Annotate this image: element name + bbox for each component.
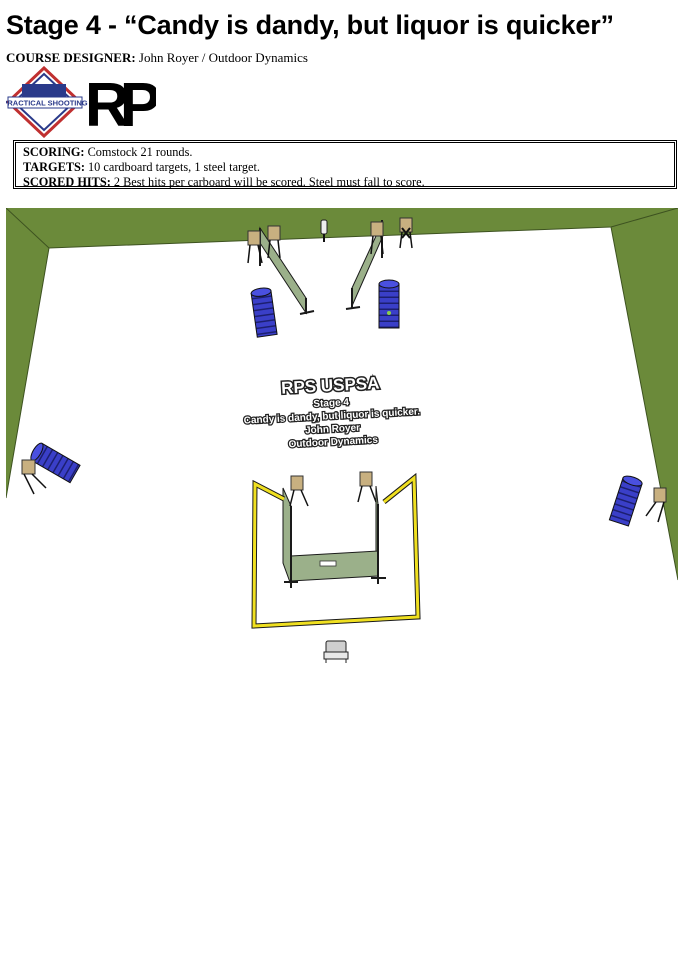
- target-back-1: [247, 230, 263, 264]
- back-berm: [6, 208, 678, 248]
- scoring-label: SCORING:: [23, 145, 85, 159]
- sign-stage: Stage 4: [313, 397, 350, 410]
- hits-value: 2 Best hits per carboard will be scored.…: [110, 175, 425, 190]
- scoring-line: SCORING: Comstock 21 rounds.: [23, 145, 667, 160]
- target-back-3: [370, 221, 384, 255]
- barrel-back-right: [378, 279, 400, 329]
- scored-hits-line: SCORED HITS: 2 Best hits per carboard wi…: [23, 175, 667, 190]
- course-designer: COURSE DESIGNER: John Royer / Outdoor Dy…: [6, 50, 308, 66]
- target-front-right: [357, 471, 377, 503]
- target-back-4: [399, 217, 413, 249]
- targets-line: TARGETS: 10 cardboard targets, 1 steel t…: [23, 160, 667, 175]
- logo-group: PRACTICAL SHOOTING RP: [6, 66, 156, 138]
- left-berm: [6, 208, 49, 498]
- barrel-left: [30, 442, 81, 484]
- rp-logo: RP: [85, 71, 156, 138]
- scoring-box: SCORING: Comstock 21 rounds. TARGETS: 10…: [13, 140, 677, 189]
- target-back-2: [267, 225, 281, 259]
- designer-label: COURSE DESIGNER:: [6, 50, 136, 65]
- scoring-value: Comstock 21 rounds.: [84, 145, 193, 159]
- uspsa-logo-text: PRACTICAL SHOOTING: [6, 99, 88, 108]
- barrel-right: [608, 475, 643, 527]
- barrel-back-left: [250, 287, 278, 338]
- targets-label: TARGETS:: [23, 160, 85, 175]
- target-front-left: [289, 475, 309, 507]
- stage-diagram: RPS USPSA Stage 4 Candy is dandy, but li…: [6, 208, 678, 668]
- steel-target: [320, 219, 328, 242]
- target-left: [21, 459, 47, 495]
- sign-designer: John Royer: [305, 423, 361, 437]
- shooting-area-walls: [282, 485, 386, 588]
- range-floor: [6, 227, 678, 668]
- sign-company: Outdoor Dynamics: [288, 435, 378, 451]
- right-berm: [611, 208, 678, 580]
- start-chair: [323, 640, 349, 663]
- target-right: [645, 487, 667, 523]
- targets-value: 10 cardboard targets, 1 steel target.: [84, 160, 261, 175]
- page-title: Stage 4 - “Candy is dandy, but liquor is…: [6, 10, 614, 40]
- uspsa-logo: PRACTICAL SHOOTING: [6, 66, 88, 138]
- hits-label: SCORED HITS:: [23, 175, 111, 190]
- designer-value: John Royer / Outdoor Dynamics: [135, 50, 308, 65]
